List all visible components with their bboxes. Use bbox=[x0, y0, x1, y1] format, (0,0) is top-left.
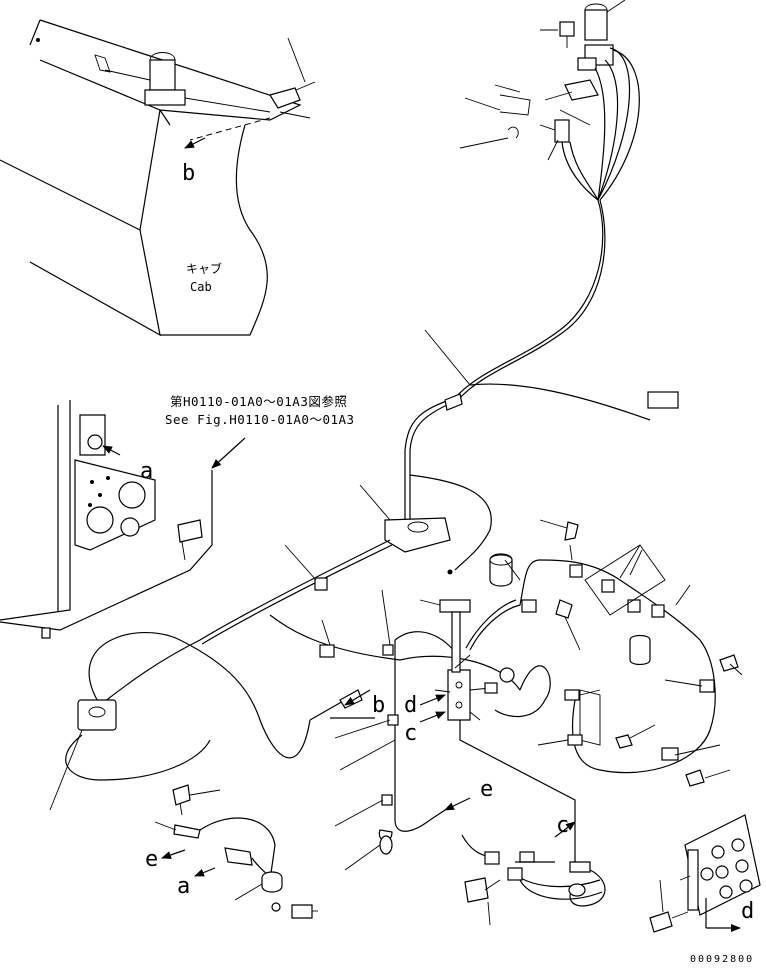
drawing-number: 00092800 bbox=[690, 954, 754, 965]
lower-right-area bbox=[461, 814, 761, 933]
callout-a-low: a bbox=[177, 874, 190, 899]
left-frame-panel bbox=[0, 400, 246, 639]
callout-c-mid: c bbox=[404, 721, 417, 746]
callout-c-low: c bbox=[556, 813, 569, 838]
cab-label-jp: キャブ bbox=[186, 261, 222, 276]
callout-e-mid: e bbox=[480, 777, 493, 802]
callout-d-low: d bbox=[741, 899, 754, 924]
cab-label-en: Cab bbox=[190, 280, 212, 294]
cab-body bbox=[0, 19, 316, 337]
reference-note-en: See Fig.H0110-01A0～01A3 bbox=[165, 412, 355, 427]
callout-b-cab: b bbox=[182, 161, 195, 186]
middle-branch bbox=[330, 589, 576, 871]
callout-e-low: e bbox=[145, 847, 158, 872]
lower-left-connector bbox=[154, 784, 318, 919]
reference-note-jp: 第H0110-01A0～01A3図参照 bbox=[170, 394, 347, 409]
right-sub-harness bbox=[465, 519, 743, 787]
callout-b-mid: b bbox=[372, 693, 385, 718]
callout-a-panel: a bbox=[140, 459, 153, 484]
solenoid-connector-assembly bbox=[459, 0, 640, 201]
callout-d-mid: d bbox=[404, 693, 417, 718]
